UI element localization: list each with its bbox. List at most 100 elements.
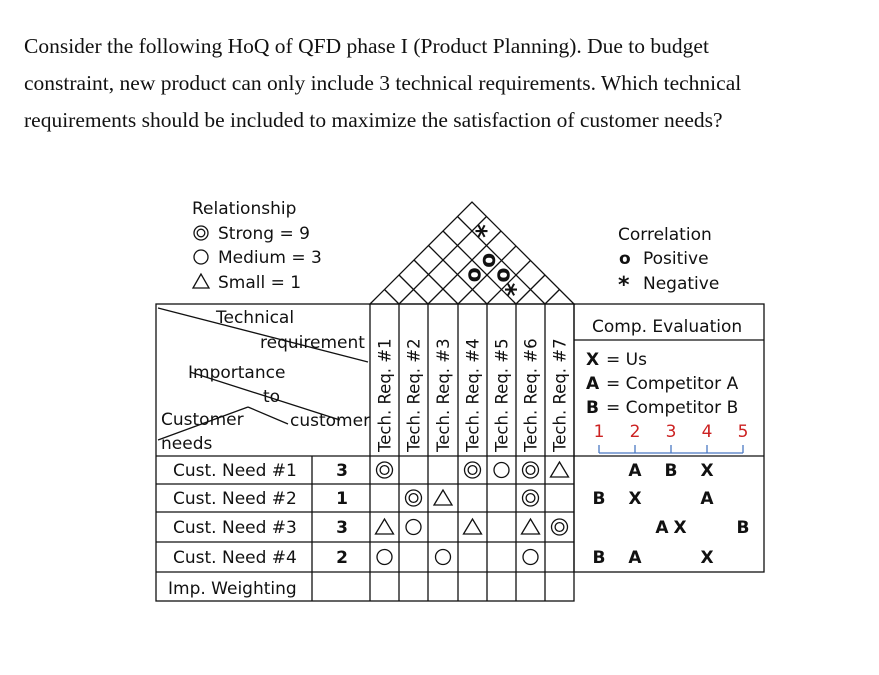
- negative-correlation-icon: *: [501, 282, 531, 296]
- customer-need-name: Cust. Need #3: [173, 518, 297, 538]
- rating-letter-a: A: [700, 489, 714, 509]
- corner-customer: Customer: [161, 410, 244, 430]
- medium-relationship-icon: [522, 548, 539, 566]
- rating-letter-x: X: [700, 548, 713, 568]
- strong-relationship-icon: [550, 518, 569, 536]
- small-symbol-icon: [191, 272, 211, 289]
- negative-symbol-icon: *: [618, 273, 630, 298]
- small-relationship-icon: [432, 488, 454, 506]
- medium-relationship-icon: [434, 548, 452, 566]
- tech-req-header: Tech. Req. #5: [493, 338, 512, 453]
- question-line: requirements should be included to maxim…: [24, 108, 723, 132]
- corner-customer2: customer: [290, 411, 370, 431]
- medium-relationship-icon: [376, 548, 393, 566]
- medium-relationship-icon: [405, 518, 422, 536]
- strong-relationship-icon: [463, 461, 482, 479]
- question-line: constraint, new product can only include…: [24, 71, 742, 95]
- strong-symbol-icon: [193, 225, 209, 241]
- corner-requirement: requirement: [260, 333, 365, 353]
- rating-letter-b: B: [593, 489, 606, 509]
- negative-correlation-icon: *: [472, 224, 502, 238]
- corner-importance: Importance: [188, 363, 285, 383]
- customer-need-row: Cust. Need #1 3: [173, 460, 570, 481]
- tech-req-header: Tech. Req. #3: [434, 338, 453, 453]
- strong-relationship-icon: [404, 489, 423, 507]
- corner-technical: Technical: [215, 308, 294, 328]
- question-text: Consider the following HoQ of QFD phase …: [24, 28, 864, 139]
- rating-letter-b: B: [593, 548, 606, 568]
- correlation-roof: [368, 201, 576, 305]
- comp-eval-b-text: = Competitor B: [606, 398, 738, 418]
- corner-needs: needs: [161, 434, 212, 454]
- scale-number: 4: [702, 422, 713, 442]
- comp-eval-x-letter: X: [586, 350, 599, 370]
- medium-symbol-icon: [193, 249, 209, 265]
- comp-eval-b-letter: B: [586, 398, 599, 418]
- customer-need-row: Cust. Need #4 2: [173, 548, 539, 568]
- small-relationship-icon: [520, 517, 541, 535]
- comp-eval-a-text: = Competitor A: [606, 374, 739, 394]
- strong-relationship-icon: [375, 461, 394, 479]
- matrix-corner: Technical requirement Importance to Cust…: [161, 308, 370, 454]
- customer-need-row: Cust. Need #3 3: [173, 517, 569, 538]
- rating-letter-b: B: [737, 518, 750, 538]
- rating-letter-a: A: [628, 461, 642, 481]
- customer-need-name: Cust. Need #2: [173, 489, 297, 509]
- customer-need-importance: 1: [336, 489, 348, 509]
- rating-letter-a: A: [655, 518, 669, 538]
- tech-req-header: Tech. Req. #4: [464, 338, 483, 453]
- competitive-evaluation-header: Comp. Evaluation X = Us A = Competitor A…: [586, 317, 749, 454]
- small-relationship-icon: [462, 517, 483, 535]
- rating-letter-x: X: [628, 489, 641, 509]
- rating-letter-b: B: [665, 461, 678, 481]
- correlation-legend: Correlation o Positive * Negative: [618, 225, 719, 298]
- small-legend-label: Small = 1: [218, 273, 301, 293]
- question-line: Consider the following HoQ of QFD phase …: [24, 34, 709, 58]
- strong-relationship-icon: [521, 461, 540, 479]
- rating-letter-a: A: [628, 548, 642, 568]
- positive-correlation-icon: o: [461, 267, 486, 282]
- customer-need-importance: 3: [336, 518, 348, 538]
- tech-req-header: Tech. Req. #1: [376, 338, 395, 453]
- corner-to: to: [263, 387, 280, 407]
- positive-correlation-icon: o: [491, 267, 516, 282]
- scale-number: 5: [738, 422, 749, 442]
- scale-number: 1: [594, 422, 605, 442]
- imp-weighting-label: Imp. Weighting: [168, 579, 297, 599]
- tech-req-header: Tech. Req. #7: [551, 338, 570, 453]
- rating-letter-x: X: [673, 518, 686, 538]
- rating-scale: 1 2 3 4 5: [594, 422, 749, 454]
- tech-req-header: Tech. Req. #6: [522, 338, 541, 453]
- medium-legend-label: Medium = 3: [218, 248, 322, 268]
- customer-need-importance: 3: [336, 461, 348, 481]
- grid-lines: [155, 303, 765, 602]
- small-relationship-icon: [549, 460, 570, 478]
- correlation-legend-title: Correlation: [618, 225, 712, 245]
- customer-need-row: Cust. Need #2 1: [173, 488, 540, 509]
- technical-requirement-headers: Tech. Req. #1 Tech. Req. #2 Tech. Req. #3 T…: [376, 338, 570, 453]
- customer-need-name: Cust. Need #1: [173, 461, 297, 481]
- scale-number: 2: [630, 422, 641, 442]
- relationship-legend: Relationship Strong = 9 Medium = 3 Small…: [191, 199, 322, 293]
- scale-number: 3: [666, 422, 677, 442]
- customer-need-name: Cust. Need #4: [173, 548, 297, 568]
- strong-relationship-icon: [521, 489, 540, 507]
- relationship-legend-title: Relationship: [192, 199, 296, 219]
- positive-legend-label: Positive: [643, 249, 709, 269]
- rating-letter-x: X: [700, 461, 713, 481]
- comp-eval-title: Comp. Evaluation: [592, 317, 742, 337]
- customer-need-importance: 2: [336, 548, 348, 568]
- medium-relationship-icon: [493, 461, 510, 479]
- small-relationship-icon: [374, 517, 395, 535]
- positive-symbol-icon: o: [619, 249, 631, 269]
- tech-req-header: Tech. Req. #2: [405, 338, 424, 453]
- strong-legend-label: Strong = 9: [218, 224, 310, 244]
- comp-eval-a-letter: A: [586, 374, 600, 394]
- positive-correlation-icon: o: [476, 253, 501, 268]
- comp-eval-x-text: = Us: [606, 350, 647, 370]
- negative-legend-label: Negative: [643, 274, 719, 294]
